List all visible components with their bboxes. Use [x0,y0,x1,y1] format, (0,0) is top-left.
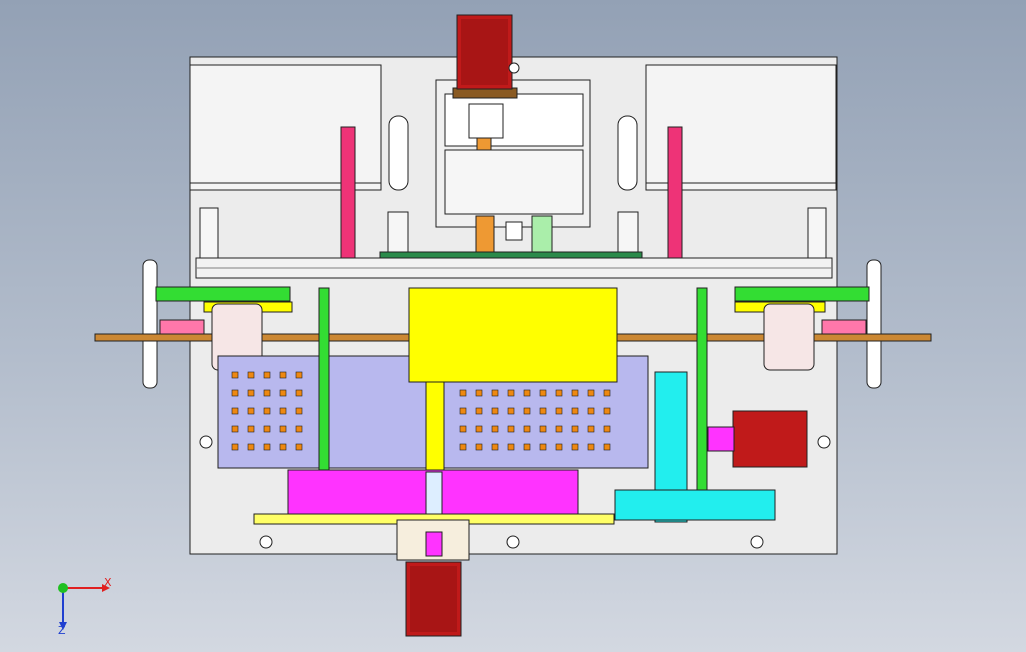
right-guide-rod [667,126,683,263]
right-handle[interactable] [866,259,882,389]
plate-holes [231,371,611,451]
frame-holes [199,62,831,549]
yellow-block [408,287,618,383]
side-servo-motor [732,410,808,468]
left-green-upright [318,287,330,495]
left-slot [388,115,409,191]
right-green-plate [734,286,870,302]
axis-triad: X Z [58,576,112,637]
right-slot [617,115,638,191]
right-roller [763,303,815,371]
left-guide-rod [340,126,356,263]
z-axis-label: Z [58,624,66,637]
x-axis-label: X [104,576,112,589]
left-green-plate [155,286,291,302]
top-coupling [468,103,504,139]
right-green-upright [696,287,708,495]
left-handle[interactable] [142,259,158,389]
